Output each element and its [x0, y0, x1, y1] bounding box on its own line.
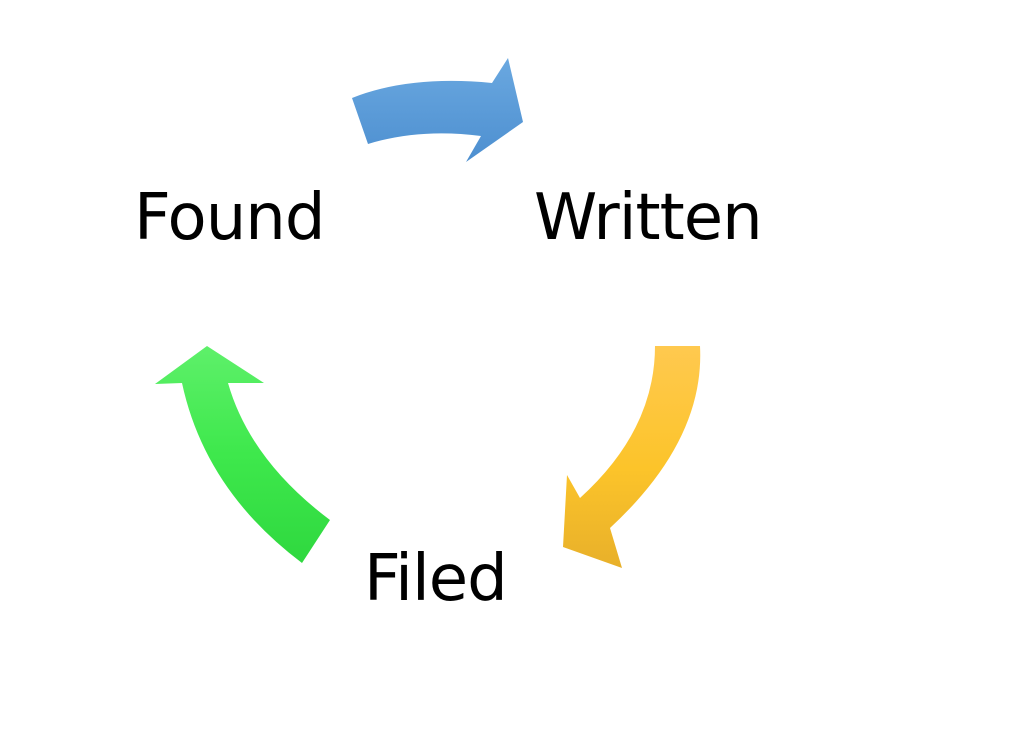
stage-label-filed: Filed	[364, 542, 508, 616]
arrow-filed-to-found	[155, 346, 330, 563]
stage-label-found: Found	[134, 181, 325, 255]
arrow-written-to-filed	[563, 346, 701, 568]
arrow-found-to-written	[352, 58, 523, 162]
stage-label-written: Written	[534, 181, 763, 255]
